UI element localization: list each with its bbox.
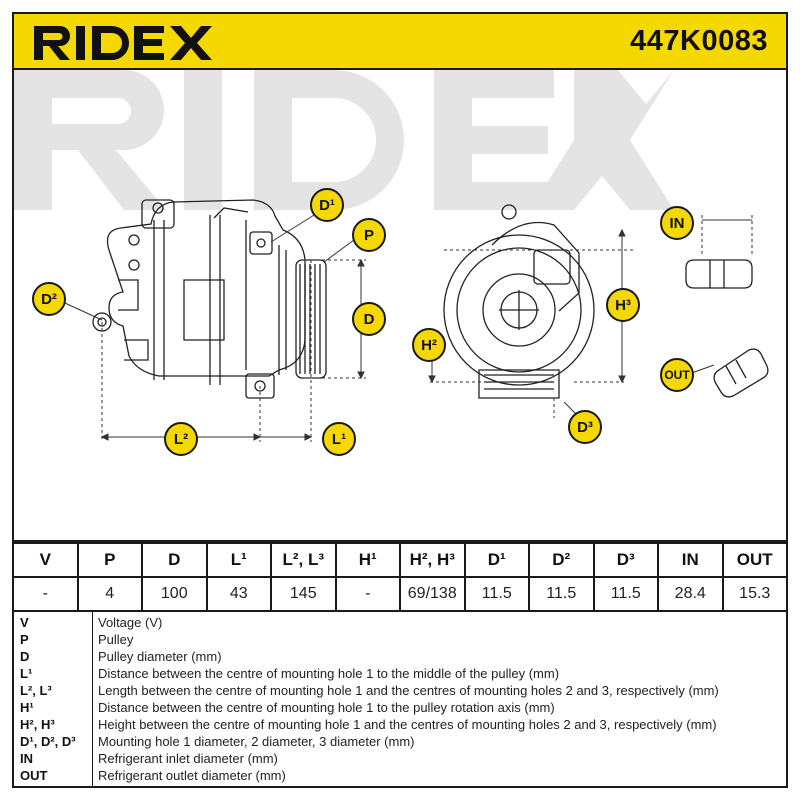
spec-value: 69/138 <box>399 576 466 612</box>
spec-value: 43 <box>205 576 272 612</box>
legend-row: L¹ Distance between the centre of mounti… <box>14 665 786 682</box>
legend-row: H², H³ Height between the centre of moun… <box>14 716 786 733</box>
ridex-watermark <box>14 70 674 210</box>
legend-desc: Mounting hole 1 diameter, 2 diameter, 3 … <box>98 734 415 749</box>
legend-desc: Voltage (V) <box>98 615 163 630</box>
spec-header: D³ <box>592 542 659 578</box>
legend-row: D¹, D², D³ Mounting hole 1 diameter, 2 d… <box>14 733 786 750</box>
spec-value: - <box>12 576 79 612</box>
spec-value: - <box>334 576 401 612</box>
spec-value: 11.5 <box>528 576 595 612</box>
spec-value: 15.3 <box>721 576 788 612</box>
spec-value: 11.5 <box>463 576 530 612</box>
legend-key: H¹ <box>20 700 34 715</box>
legend-key: P <box>20 632 29 647</box>
spec-header: D² <box>528 542 595 578</box>
spec-header: P <box>76 542 143 578</box>
spec-value: 4 <box>76 576 143 612</box>
spec-header: D¹ <box>463 542 530 578</box>
callout-d2: D² <box>32 282 66 316</box>
legend-desc: Distance between the centre of mounting … <box>98 666 560 681</box>
spec-value: 28.4 <box>657 576 724 612</box>
spec-header: OUT <box>721 542 788 578</box>
legend-desc: Height between the centre of mounting ho… <box>98 717 717 732</box>
spec-header: D <box>141 542 208 578</box>
compressor-front-view <box>443 204 595 399</box>
spec-table: V P D L¹ L², L³ H¹ H², H³ D¹ D² D³ IN OU… <box>12 542 788 612</box>
callout-l1: L¹ <box>322 422 356 456</box>
inlet-fitting <box>685 259 753 289</box>
spec-value-row: - 4 100 43 145 - 69/138 11.5 11.5 11.5 2… <box>12 576 788 612</box>
compressor-side-view <box>92 199 306 399</box>
spec-header-row: V P D L¹ L², L³ H¹ H², H³ D¹ D² D³ IN OU… <box>12 542 788 578</box>
callout-p: P <box>352 218 386 252</box>
legend-row: L², L³ Length between the centre of moun… <box>14 682 786 699</box>
spec-value: 145 <box>270 576 337 612</box>
legend-row: IN Refrigerant inlet diameter (mm) <box>14 750 786 767</box>
legend-row: D Pulley diameter (mm) <box>14 648 786 665</box>
legend-key: L¹ <box>20 666 33 681</box>
spec-value: 100 <box>141 576 208 612</box>
callout-l2: L² <box>164 422 198 456</box>
callout-in: IN <box>660 206 694 240</box>
legend-row: OUT Refrigerant outlet diameter (mm) <box>14 767 786 784</box>
legend-divider <box>92 610 93 786</box>
spec-header: V <box>12 542 79 578</box>
technical-drawing: D¹ P D D² L² L¹ H² H³ D³ IN OUT <box>12 68 788 542</box>
legend-desc: Pulley diameter (mm) <box>98 649 222 664</box>
spec-header: IN <box>657 542 724 578</box>
legend-desc: Length between the centre of mounting ho… <box>98 683 719 698</box>
legend-desc: Refrigerant inlet diameter (mm) <box>98 751 278 766</box>
callout-out: OUT <box>660 358 694 392</box>
outlet-fitting <box>713 348 769 398</box>
legend-row: H¹ Distance between the centre of mounti… <box>14 699 786 716</box>
legend-key: H², H³ <box>20 717 55 732</box>
pulley-side-view <box>295 259 327 379</box>
part-number: 447K0083 <box>630 25 768 57</box>
callout-d: D <box>352 302 386 336</box>
callout-d1: D¹ <box>310 188 344 222</box>
callout-h2: H² <box>412 328 446 362</box>
legend-key: IN <box>20 751 33 766</box>
callout-d3: D³ <box>568 410 602 444</box>
legend-key: D <box>20 649 30 664</box>
legend: V Voltage (V) P Pulley D Pulley diameter… <box>12 610 788 788</box>
legend-desc: Distance between the centre of mounting … <box>98 700 555 715</box>
legend-desc: Refrigerant outlet diameter (mm) <box>98 768 286 783</box>
spec-header: L¹ <box>205 542 272 578</box>
legend-key: L², L³ <box>20 683 52 698</box>
spec-value: 11.5 <box>592 576 659 612</box>
spec-header: L², L³ <box>270 542 337 578</box>
header-band: 447K0083 <box>12 12 788 68</box>
spec-header: H², H³ <box>399 542 466 578</box>
compressor-drawing <box>53 199 769 442</box>
legend-key: D¹, D², D³ <box>20 734 76 749</box>
legend-row: P Pulley <box>14 631 786 648</box>
spec-header: H¹ <box>334 542 401 578</box>
legend-key: V <box>20 615 29 630</box>
legend-row: V Voltage (V) <box>14 614 786 631</box>
legend-key: OUT <box>20 768 48 783</box>
ridex-logo <box>34 26 212 60</box>
callout-h3: H³ <box>606 288 640 322</box>
legend-desc: Pulley <box>98 632 134 647</box>
